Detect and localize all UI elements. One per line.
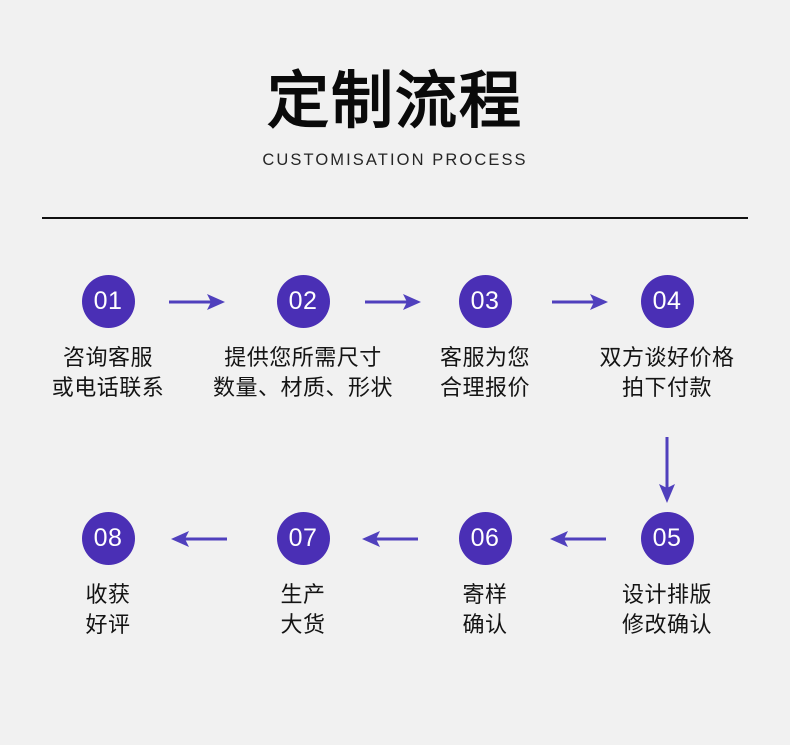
step-badge: 02 xyxy=(276,275,330,328)
step-label-line1: 收获 xyxy=(85,582,131,607)
step-label-line2: 好评 xyxy=(85,612,131,637)
arrow-right-icon xyxy=(365,290,421,314)
flow-step-04[interactable]: 04 双方谈好价格 拍下付款 xyxy=(572,275,762,403)
step-badge: 03 xyxy=(458,275,512,328)
header: 定制流程 CUSTOMISATION PROCESS xyxy=(0,66,790,170)
flow-step-07[interactable]: 07 生产 大货 xyxy=(208,512,398,640)
flow-row-two: 08 收获 好评 07 生产 大货 06 xyxy=(0,512,790,672)
step-label-line1: 双方谈好价格 xyxy=(599,345,735,370)
step-label-line1: 设计排版 xyxy=(621,582,712,607)
step-label-line2: 确认 xyxy=(462,612,508,637)
step-number: 07 xyxy=(288,524,318,552)
step-label-line1: 客服为您 xyxy=(439,345,530,370)
arrow-left-icon xyxy=(550,527,606,551)
flow-step-08[interactable]: 08 收获 好评 xyxy=(13,512,203,640)
flow-step-03[interactable]: 03 客服为您 合理报价 xyxy=(390,275,580,403)
arrow-right-icon xyxy=(169,290,225,314)
step-number: 02 xyxy=(288,287,318,315)
step-number: 06 xyxy=(470,524,500,552)
flow-step-01[interactable]: 01 咨询客服 或电话联系 xyxy=(13,275,203,403)
step-number: 04 xyxy=(652,287,682,315)
step-badge: 08 xyxy=(81,512,135,565)
step-label-line2: 大货 xyxy=(280,612,326,637)
step-number: 03 xyxy=(470,287,500,315)
page-subtitle: CUSTOMISATION PROCESS xyxy=(262,151,528,169)
step-number: 01 xyxy=(93,287,123,315)
page-title: 定制流程 xyxy=(266,67,523,136)
step-badge: 05 xyxy=(640,512,694,565)
step-label-line2: 或电话联系 xyxy=(51,375,165,400)
step-label-line2: 修改确认 xyxy=(621,612,712,637)
step-label-line1: 生产 xyxy=(280,582,326,607)
flow-step-05[interactable]: 05 设计排版 修改确认 xyxy=(572,512,762,640)
arrow-left-icon xyxy=(362,527,418,551)
step-number: 08 xyxy=(93,524,123,552)
arrow-left-icon xyxy=(171,527,227,551)
step-label-line2: 拍下付款 xyxy=(621,375,712,400)
flow-step-06[interactable]: 06 寄样 确认 xyxy=(390,512,580,640)
step-label-line2: 数量、材质、形状 xyxy=(212,375,393,400)
step-number: 05 xyxy=(652,524,682,552)
header-divider xyxy=(42,217,748,219)
step-label-line2: 合理报价 xyxy=(439,375,530,400)
step-badge: 07 xyxy=(276,512,330,565)
step-label-line1: 寄样 xyxy=(462,582,508,607)
step-label-line1: 咨询客服 xyxy=(62,345,153,370)
arrow-down-icon xyxy=(655,437,679,503)
flow-step-02[interactable]: 02 提供您所需尺寸 数量、材质、形状 xyxy=(208,275,398,403)
step-badge: 04 xyxy=(640,275,694,328)
arrow-right-icon xyxy=(552,290,608,314)
step-badge: 06 xyxy=(458,512,512,565)
step-badge: 01 xyxy=(81,275,135,328)
flow-row-one: 01 咨询客服 或电话联系 02 提供您所需尺寸 数量、材质、形状 xyxy=(0,275,790,435)
step-label-line1: 提供您所需尺寸 xyxy=(224,345,382,370)
